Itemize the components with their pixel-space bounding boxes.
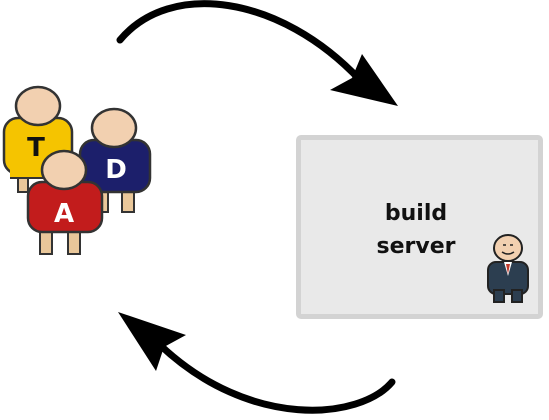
developer-letter-d: D (105, 155, 127, 185)
developer-letter-t: T (27, 133, 45, 163)
arrow-to-server-icon (116, 0, 398, 106)
arrow-from-server-icon (118, 312, 396, 414)
server-label-line1: build (384, 201, 448, 226)
developer-figure-d: D (78, 107, 152, 213)
server-label-line2: server (376, 234, 456, 259)
butler-figure-icon (487, 234, 529, 303)
developer-letter-a: A (54, 199, 74, 229)
build-server-label: build server (301, 197, 531, 263)
build-server-box: build server (296, 135, 543, 319)
developer-figure-a: A (26, 149, 104, 255)
